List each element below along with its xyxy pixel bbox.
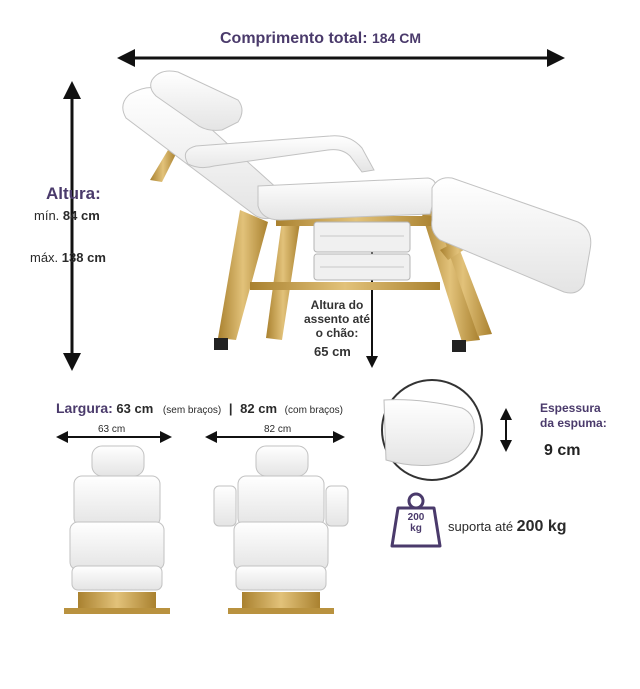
height-min-label: mín. [34, 208, 60, 223]
height-title: Altura: [46, 184, 101, 203]
length-value: 184 CM [372, 30, 422, 46]
height-min: mín. 84 cm [34, 208, 100, 223]
front-view-chair-with-arms [213, 445, 349, 614]
weight-icon [390, 492, 442, 548]
seat-height-value: 65 cm [314, 344, 351, 359]
height-max-value: 138 cm [61, 250, 106, 265]
foam-line-1: Espessura [540, 401, 601, 415]
height-min-value: 84 cm [62, 208, 100, 223]
width-label-group: Largura: 63 cm (sem braços) | 82 cm (com… [56, 400, 343, 416]
foam-label: Espessura da espuma: [540, 401, 607, 431]
weight-label: suporta até [448, 519, 514, 534]
height-max: máx. 138 cm [30, 250, 106, 265]
width-dim-82: 82 cm [264, 424, 292, 435]
width-value-1: 63 cm [116, 401, 154, 416]
side-view-chair [122, 70, 592, 352]
width-value-2: 82 cm [240, 401, 278, 416]
foam-line-2: da espuma: [540, 416, 607, 430]
weight-badge-bottom: kg [410, 523, 422, 534]
foam-detail-circle [381, 379, 483, 481]
weight-label-group: suporta até 200 kg [448, 518, 566, 536]
foam-value: 9 cm [544, 442, 581, 459]
length-label-group: Comprimento total: 184 CM [220, 30, 421, 48]
seat-line-2: assento até [303, 312, 371, 326]
width-separator: | [228, 401, 233, 416]
width-label: Largura: [56, 400, 113, 416]
weight-value: 200 kg [516, 518, 567, 535]
seat-height-label: Altura do assento até o chão: [302, 298, 372, 340]
seat-line-3: o chão: [315, 326, 359, 340]
width-note-2: (com braços) [284, 405, 344, 416]
weight-badge-top: 200 [407, 512, 425, 523]
width-dim-63: 63 cm [98, 424, 126, 435]
seat-line-1: Altura do [310, 298, 364, 312]
weight-badge: 200 kg [400, 512, 432, 534]
height-max-label: máx. [30, 250, 59, 265]
width-note-1: (sem braços) [162, 405, 222, 416]
front-view-chair-without-arms [64, 445, 170, 614]
length-label: Comprimento total: [220, 30, 368, 47]
